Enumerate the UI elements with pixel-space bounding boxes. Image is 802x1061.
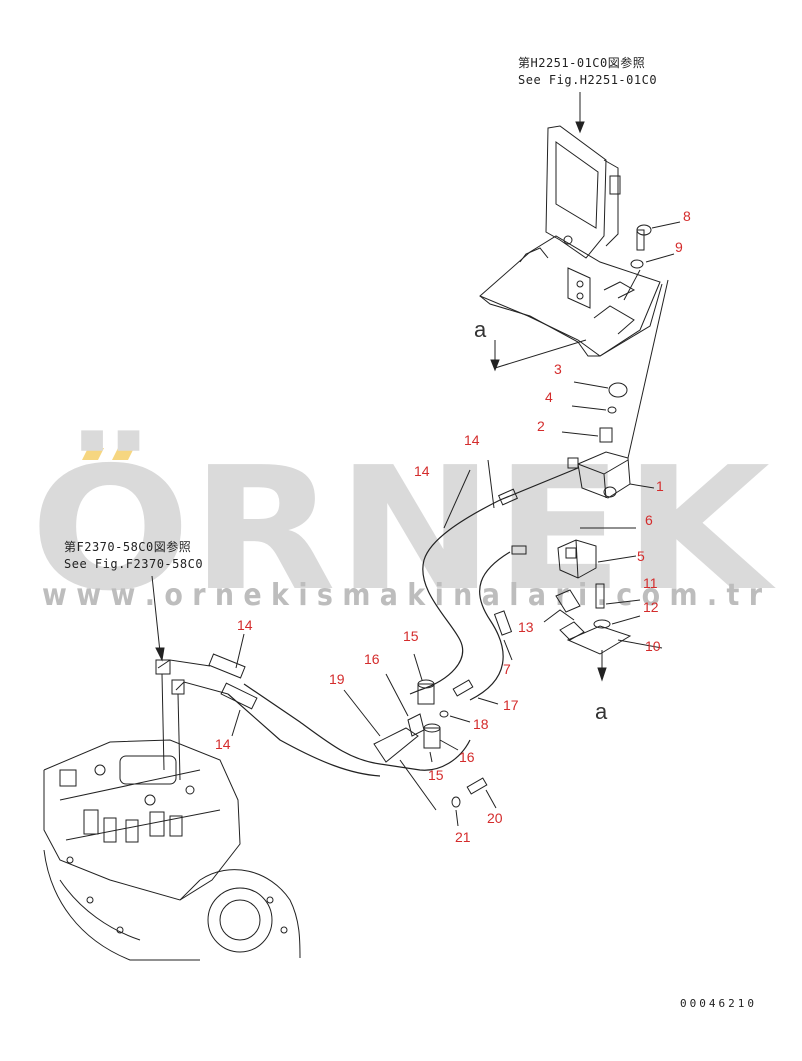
ref-top-jp: 第H2251-01C0図参照 — [518, 56, 646, 70]
callout-14a: 14 — [464, 432, 480, 448]
oring-part-4 — [607, 406, 617, 414]
washer-part-18 — [439, 710, 449, 718]
callout-19: 19 — [329, 671, 345, 687]
bolt-part-17 — [452, 679, 474, 697]
nut-part-3 — [608, 382, 628, 398]
callout-21: 21 — [455, 829, 471, 845]
bolt-part-8 — [636, 229, 645, 251]
callout-17: 17 — [503, 697, 519, 713]
clamp-part-15a — [417, 683, 435, 705]
callout-10: 10 — [645, 638, 661, 654]
callout-14b: 14 — [414, 463, 430, 479]
ref-top-en: See Fig.H2251-01C0 — [518, 73, 658, 87]
callout-3: 3 — [554, 361, 562, 377]
callout-15b: 15 — [428, 767, 444, 783]
fitting-part-2 — [599, 427, 613, 443]
callout-8: 8 — [683, 208, 691, 224]
callout-14d: 14 — [215, 736, 231, 752]
callout-2: 2 — [537, 418, 545, 434]
ref-left-jp: 第F2370-58C0図参照 — [64, 540, 192, 554]
callout-16b: 16 — [459, 749, 475, 765]
clamp-part-15b — [423, 727, 441, 749]
callout-6: 6 — [645, 512, 653, 528]
callout-12: 12 — [643, 599, 659, 615]
ref-left-en: See Fig.F2370-58C0 — [64, 557, 204, 571]
transmission-housing — [43, 739, 301, 961]
callout-11: 11 — [643, 575, 658, 591]
bracket-assembly — [479, 125, 663, 357]
callout-15a: 15 — [403, 628, 419, 644]
callout-18: 18 — [473, 716, 489, 732]
washer-part-9 — [630, 259, 644, 269]
callout-16a: 16 — [364, 651, 380, 667]
bolt-part-11 — [595, 583, 605, 609]
watermark-url: w w w . o r n e k i s m a k i n a l a r … — [42, 578, 762, 613]
callout-4: 4 — [545, 389, 553, 405]
callout-5: 5 — [637, 548, 645, 564]
callout-1: 1 — [656, 478, 664, 494]
view-label-bottom: a — [595, 699, 608, 724]
valve-part-5 — [557, 539, 597, 579]
callout-9: 9 — [675, 239, 683, 255]
view-label-top: a — [474, 317, 487, 342]
washer-part-21 — [451, 796, 461, 808]
bolt-part-20 — [466, 777, 488, 795]
callout-14c: 14 — [237, 617, 253, 633]
callout-13: 13 — [518, 619, 534, 635]
document-number: 00046210 — [680, 997, 757, 1010]
callout-20: 20 — [487, 810, 503, 826]
callout-7: 7 — [503, 661, 511, 677]
